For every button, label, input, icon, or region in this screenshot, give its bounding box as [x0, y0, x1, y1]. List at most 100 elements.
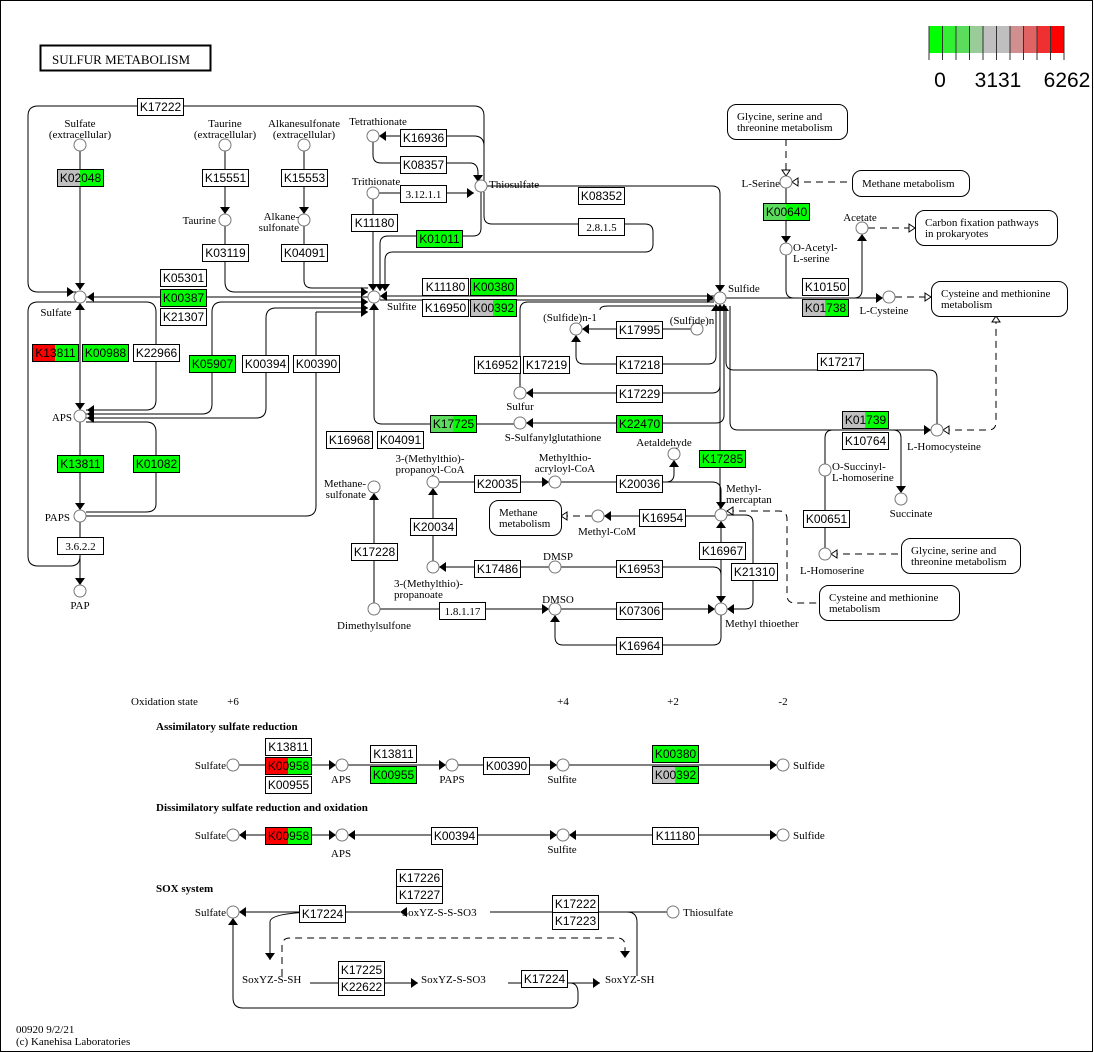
compound-node[interactable]	[779, 175, 793, 189]
compound-node[interactable]	[367, 602, 381, 616]
compound[interactable]: Succinate	[890, 492, 933, 520]
compound[interactable]: DMSP	[543, 551, 573, 574]
enzyme-K00955[interactable]: K00955	[265, 776, 312, 794]
compound[interactable]: Sulfate(extracellular)	[49, 118, 112, 152]
enzyme-K17217[interactable]: K17217	[817, 353, 864, 371]
compound[interactable]: Acetate	[843, 212, 877, 235]
compound-node[interactable]	[776, 758, 790, 772]
compound[interactable]: Tetrathionate	[349, 116, 407, 143]
enzyme-K22966[interactable]: K22966	[133, 344, 180, 362]
compound-node[interactable]	[73, 509, 87, 523]
compound-node[interactable]	[548, 602, 562, 616]
compound-node[interactable]	[297, 138, 311, 152]
compound[interactable]: DMSO	[542, 594, 574, 616]
compound[interactable]: PAPS	[45, 509, 87, 524]
compound-node[interactable]	[73, 584, 87, 598]
enzyme-K00958[interactable]: K00958	[265, 827, 312, 845]
compound[interactable]: L-Cysteine	[860, 290, 909, 317]
compound[interactable]: Sulfur	[506, 386, 534, 413]
enzyme-K00640[interactable]: K00640	[763, 203, 810, 221]
enzyme-K17227[interactable]: K17227	[396, 886, 443, 904]
enzyme-K00380[interactable]: K00380	[470, 278, 517, 296]
compound-node[interactable]	[818, 463, 832, 477]
enzyme-K04091[interactable]: K04091	[377, 431, 424, 449]
compound-node[interactable]	[930, 423, 944, 437]
enzyme-K21307[interactable]: K21307	[160, 308, 207, 326]
compound-node[interactable]	[297, 213, 311, 227]
compound-node[interactable]	[882, 290, 896, 304]
enzyme-K10764[interactable]: K10764	[842, 432, 889, 450]
enzyme-K00988[interactable]: K00988	[82, 344, 129, 362]
enzyme-K01011[interactable]: K01011	[416, 230, 463, 248]
enzyme-K17229[interactable]: K17229	[616, 385, 663, 403]
enzyme-K07306[interactable]: K07306	[616, 602, 663, 620]
compound-node[interactable]	[667, 447, 681, 461]
compound[interactable]: (Sulfide)n-1	[543, 312, 597, 336]
compound-node[interactable]	[367, 290, 381, 304]
enzyme-K16967[interactable]: K16967	[699, 542, 746, 560]
compound-node[interactable]	[335, 758, 349, 772]
compound[interactable]: APS	[331, 758, 351, 786]
compound[interactable]: L-Serine	[742, 175, 793, 190]
enzyme-K16936[interactable]: K16936	[400, 129, 447, 147]
compound-node[interactable]	[548, 475, 562, 489]
compound[interactable]: Sulfide	[776, 758, 825, 772]
compound[interactable]: APS	[331, 828, 351, 860]
compound[interactable]: 3-(Methylthio)-propanoate	[394, 560, 463, 601]
enzyme-K02048[interactable]: K02048	[57, 169, 104, 187]
compound-node[interactable]	[855, 221, 869, 235]
compound[interactable]: 3-(Methylthio)-propanoyl-CoA	[395, 453, 465, 489]
enzyme-K17224[interactable]: K17224	[521, 970, 568, 988]
enzyme-K13811[interactable]: K13811	[370, 745, 417, 763]
compound-node[interactable]	[818, 547, 832, 561]
enzyme-K01738[interactable]: K01738	[802, 299, 849, 317]
compound-node[interactable]	[779, 242, 793, 256]
compound-node[interactable]	[894, 492, 908, 506]
enzyme-K00387[interactable]: K00387	[160, 289, 207, 307]
enzyme-K21310[interactable]: K21310	[731, 563, 778, 581]
compound-node[interactable]	[218, 138, 232, 152]
compound[interactable]: Methyl thioether	[714, 602, 799, 630]
compound[interactable]: Thiosulfate	[666, 905, 733, 919]
compound[interactable]: PAPS	[439, 758, 465, 786]
enzyme-K22470[interactable]: K22470	[616, 415, 663, 433]
compound-node[interactable]	[335, 828, 349, 842]
compound-node[interactable]	[714, 508, 728, 522]
compound-node[interactable]	[426, 560, 440, 574]
compound[interactable]: Alkane-sulfonate	[259, 211, 311, 234]
enzyme-K16952[interactable]: K16952	[474, 356, 521, 374]
compound[interactable]: Sulfide	[713, 283, 760, 305]
compound-node[interactable]	[226, 828, 240, 842]
enzyme-K17228[interactable]: K17228	[351, 543, 398, 561]
enzyme-K20036[interactable]: K20036	[616, 475, 663, 493]
enzyme-K11180[interactable]: K11180	[422, 278, 469, 296]
compound[interactable]: L-Homoserine	[800, 547, 864, 577]
enzyme-K00394[interactable]: K00394	[242, 355, 289, 373]
enzyme-K03119[interactable]: K03119	[202, 244, 249, 262]
compound[interactable]: Methyl-mercaptan	[714, 483, 772, 522]
enzyme-K00390[interactable]: K00390	[483, 757, 530, 775]
enzyme-K17995[interactable]: K17995	[616, 321, 663, 339]
enzyme-K11180[interactable]: K11180	[652, 827, 699, 845]
compound-node[interactable]	[569, 322, 583, 336]
enzyme-K16954[interactable]: K16954	[639, 509, 686, 527]
compound-node[interactable]	[366, 186, 380, 200]
enzyme-K00955[interactable]: K00955	[370, 766, 417, 784]
compound[interactable]: Methyl-CoM	[578, 509, 636, 538]
compound-node[interactable]	[226, 758, 240, 772]
compound[interactable]: Taurine	[183, 213, 232, 227]
enzyme-K13811[interactable]: K13811	[32, 344, 79, 362]
enzyme-K00392[interactable]: K00392	[652, 766, 699, 784]
enzyme-K15553[interactable]: K15553	[281, 169, 328, 187]
enzyme-K17725[interactable]: K17725	[430, 415, 477, 433]
enzyme-K16953[interactable]: K16953	[616, 560, 663, 578]
enzyme-1-8-1-17[interactable]: 1.8.1.17	[439, 602, 486, 620]
compound[interactable]: Sulfide	[776, 828, 825, 842]
compound-node[interactable]	[445, 758, 459, 772]
enzyme-K16950[interactable]: K16950	[422, 299, 469, 317]
enzyme-K17226[interactable]: K17226	[396, 869, 443, 887]
compound-node[interactable]	[591, 509, 605, 523]
compound-node[interactable]	[548, 560, 562, 574]
